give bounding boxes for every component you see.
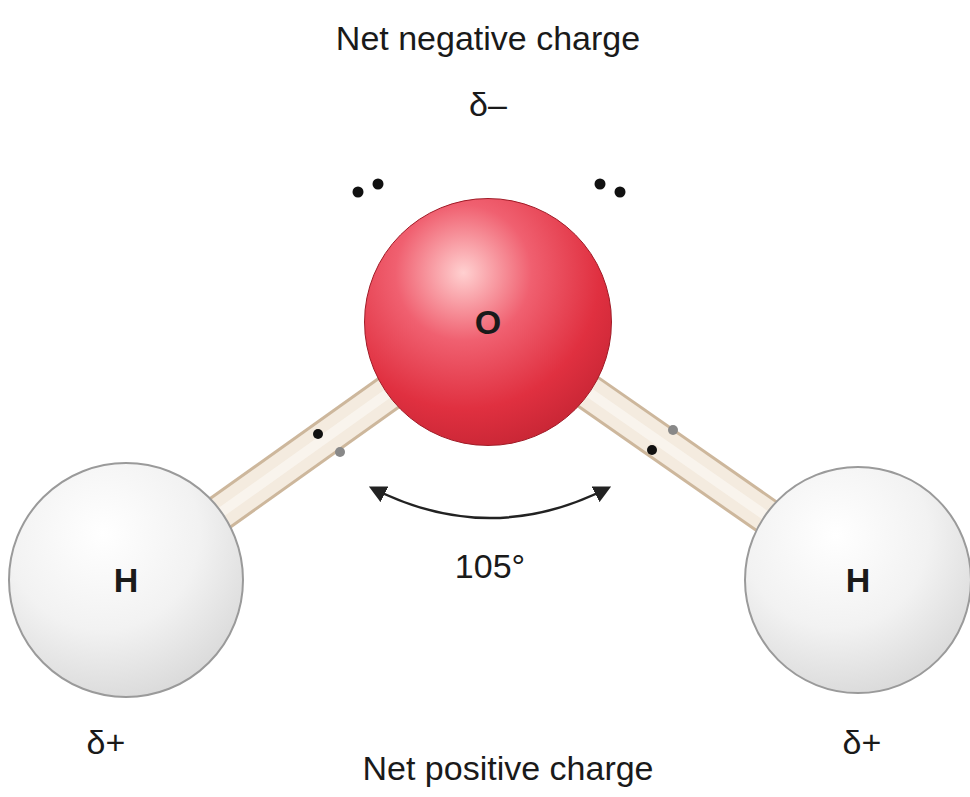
atom-symbol: H [846, 561, 871, 600]
electron-dot [335, 447, 345, 457]
angle-arc [372, 488, 608, 518]
lone-pair-dot [353, 187, 364, 198]
partial-charge: δ+ [87, 723, 126, 762]
lone-pair-dot [595, 179, 606, 190]
electron-dot [313, 429, 323, 439]
hydrogen-atom: H [744, 466, 970, 694]
atom-symbol: H [114, 561, 139, 600]
oxygen-atom: O [364, 198, 612, 446]
lone-pair-dot [615, 187, 626, 198]
hydrogen-atom: H [8, 462, 244, 698]
partial-charge: δ– [469, 85, 507, 124]
electron-dot [647, 445, 657, 455]
electron-dot [668, 425, 678, 435]
lone-pair-dot [373, 179, 384, 190]
covalent-bond [217, 390, 392, 515]
charge-caption: Net positive charge [362, 749, 653, 788]
charge-caption: Net negative charge [336, 19, 640, 58]
covalent-bond [585, 389, 770, 518]
partial-charge: δ+ [843, 723, 882, 762]
bond-angle: 105° [455, 547, 525, 586]
atom-symbol: O [475, 303, 501, 342]
